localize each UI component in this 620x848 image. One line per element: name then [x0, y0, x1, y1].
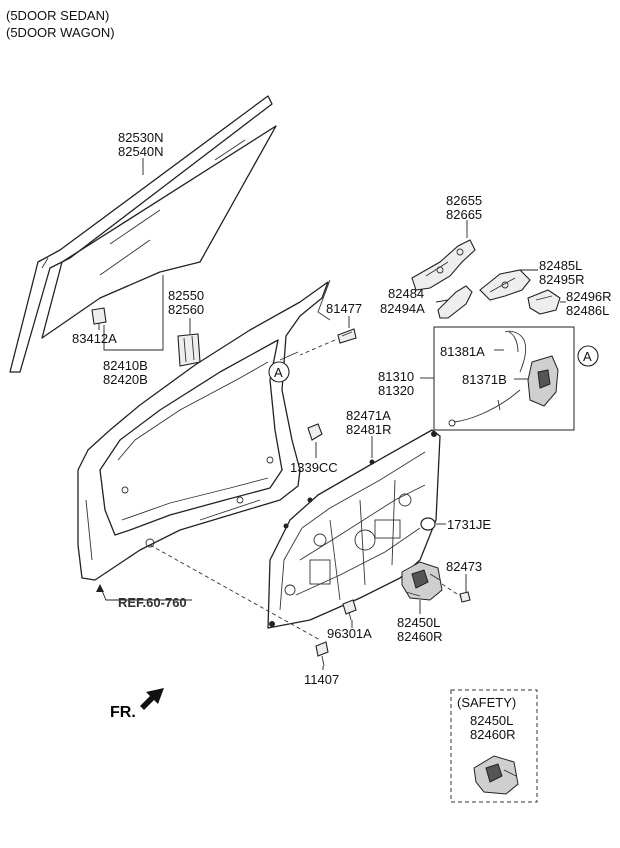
bolt-11407 [315, 641, 329, 667]
label-82550: 82550 [168, 288, 204, 303]
label-1339CC: 1339CC [290, 460, 338, 475]
label-82495R: 82495R [539, 272, 585, 287]
label-82486L: 82486L [566, 303, 609, 318]
door-frame [77, 279, 331, 581]
label-96301A: 96301A [327, 626, 372, 641]
leader-82410B [103, 275, 164, 351]
label-82530N: 82530N [118, 130, 164, 145]
cable-box [433, 326, 575, 431]
front-direction-label: FR. [110, 704, 136, 721]
door-latch [401, 561, 443, 601]
front-arrow-icon [140, 688, 164, 710]
leader-82484 [435, 299, 449, 303]
label-safety-82460R: 82460R [470, 727, 516, 742]
grommet-1731JE [420, 517, 436, 531]
svg-text:A: A [274, 365, 283, 380]
label-safety-82450L: 82450L [470, 713, 513, 728]
svg-text:A: A [583, 349, 592, 364]
label-82665: 82665 [446, 207, 482, 222]
callout-a-frame: A [268, 361, 290, 383]
label-82560: 82560 [168, 302, 204, 317]
label-1731JE: 1731JE [447, 517, 491, 532]
ref-arrow-icon [96, 584, 104, 592]
key-cylinder [527, 289, 561, 315]
label-82420B: 82420B [103, 372, 148, 387]
label-82540N: 82540N [118, 144, 164, 159]
glass-bracket [91, 307, 107, 325]
outside-handle [411, 239, 476, 291]
header-line-2: (5DOOR WAGON) [6, 25, 115, 40]
label-82494A: 82494A [380, 301, 425, 316]
dash-panel-frame [149, 544, 321, 641]
label-11407: 11407 [304, 672, 339, 687]
label-81381A: 81381A [440, 344, 485, 359]
handle-bracket [479, 269, 531, 301]
label-82473: 82473 [446, 559, 482, 574]
label-81310: 81310 [378, 369, 414, 384]
callout-a-box: A [577, 345, 599, 367]
label-83412A: 83412A [72, 331, 117, 346]
label-81477: 81477 [326, 301, 362, 316]
label-82484: 82484 [388, 286, 424, 301]
label-82655: 82655 [446, 193, 482, 208]
screw-82473 [441, 583, 471, 603]
bolt-96301A [342, 599, 357, 621]
door-module-panel [267, 429, 441, 629]
glass-run-channel [177, 333, 201, 367]
label-82496R: 82496R [566, 289, 612, 304]
screw-81477 [337, 328, 357, 344]
label-82485L: 82485L [539, 258, 582, 273]
label-82460R: 82460R [397, 629, 443, 644]
handle-cover [437, 285, 473, 319]
safety-box [450, 689, 538, 803]
label-82481R: 82481R [346, 422, 392, 437]
label-82450L: 82450L [397, 615, 440, 630]
label-82471A: 82471A [346, 408, 391, 423]
reference-label: REF.60-760 [118, 595, 187, 610]
label-81320: 81320 [378, 383, 414, 398]
label-82410B: 82410B [103, 358, 148, 373]
label-81371B: 81371B [462, 372, 507, 387]
dash-81477 [299, 339, 336, 356]
header-line-1: (5DOOR SEDAN) [6, 8, 109, 23]
nut-1339CC [307, 423, 323, 441]
door-glass [9, 95, 277, 373]
label-safety-title: (SAFETY) [457, 695, 516, 710]
